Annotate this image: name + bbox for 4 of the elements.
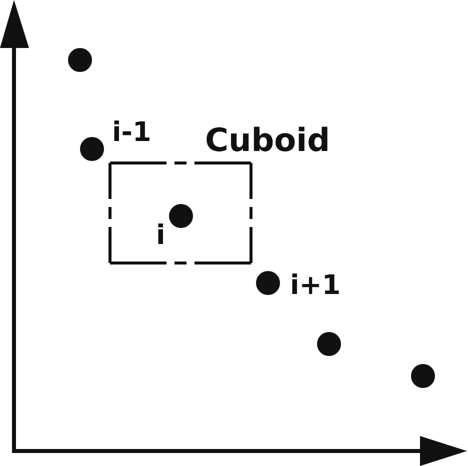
point-label: i bbox=[156, 222, 166, 249]
point-label: i-1 bbox=[112, 119, 152, 146]
point-label: i+1 bbox=[290, 272, 341, 299]
box-label: Cuboid bbox=[205, 124, 330, 156]
